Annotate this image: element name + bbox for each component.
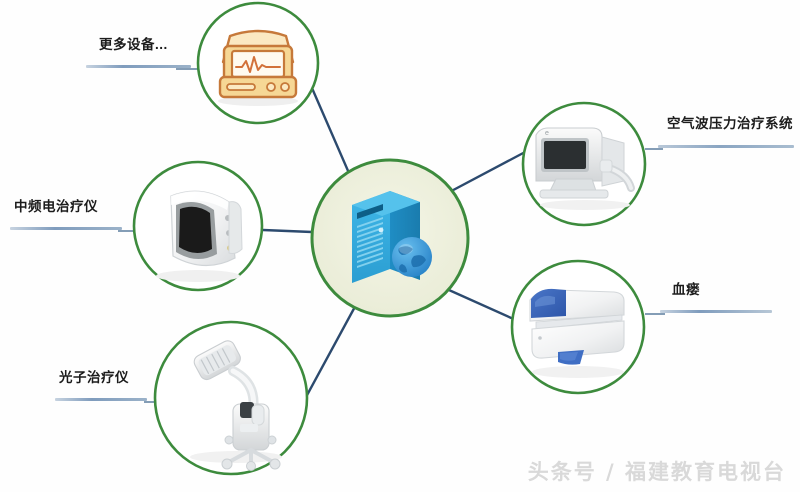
server-globe-icon (352, 191, 432, 283)
connector-lines (261, 70, 529, 399)
connector-hub-to-airwave (440, 149, 529, 198)
underline-blood-treatment (660, 310, 772, 313)
label-air-wave-system: 空气波压力治疗系统 (667, 116, 793, 131)
blue-white-therapy-unit-photo (529, 288, 625, 378)
label-electrotherapy: 中频电治疗仪 (14, 199, 98, 214)
node-air-wave-system[interactable]: e (521, 101, 647, 227)
node-more-devices[interactable] (196, 1, 320, 125)
connector-photon-to-hub (304, 301, 359, 399)
air-wave-pressure-console-photo: e (535, 127, 635, 210)
svg-text:e: e (545, 130, 549, 137)
connector-hub-to-blood (438, 284, 520, 323)
node-electrotherapy[interactable] (132, 160, 264, 292)
label-more-devices: 更多设备... (99, 37, 168, 52)
central-server-hub[interactable] (310, 158, 470, 318)
underline-more-devices (86, 65, 191, 68)
connector-electrotherapy-to-hub (261, 228, 314, 234)
ecg-monitor-icon (218, 29, 298, 106)
underline-air-wave-system (658, 145, 794, 148)
label-photon-therapy: 光子治疗仪 (59, 370, 129, 385)
label-leader-lines (118, 68, 665, 403)
handheld-electrotherapy-device-photo (156, 190, 243, 282)
label-blood-treatment: 血瘘 (672, 282, 700, 297)
watermark: 头条号 / 福建教育电视台 (527, 460, 786, 484)
photon-therapy-cart-photo (190, 340, 282, 471)
underline-photon-therapy (55, 398, 147, 401)
node-blood-treatment[interactable] (510, 259, 646, 395)
underline-electrotherapy (10, 227, 122, 230)
node-photon-therapy[interactable] (153, 320, 309, 476)
